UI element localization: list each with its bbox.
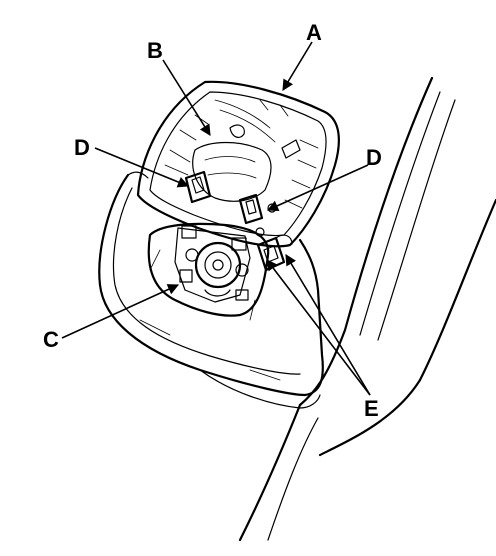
- leader-e-1: [266, 259, 371, 396]
- leader-c: [61, 284, 180, 339]
- mirror-holder-frame: [136, 80, 340, 248]
- leader-e-2: [285, 254, 371, 396]
- callout-b: B: [147, 38, 163, 63]
- clip-left: [184, 170, 212, 204]
- leader-a: [282, 41, 313, 91]
- holder-inner-body: [192, 141, 272, 202]
- callout-c: C: [43, 327, 59, 352]
- callout-d-left: D: [74, 135, 90, 160]
- actuator-plate: [147, 222, 270, 321]
- leader-lines: [61, 41, 371, 396]
- leader-d-right: [266, 164, 369, 211]
- callout-d-right: D: [366, 145, 382, 170]
- callout-e: E: [364, 396, 379, 421]
- leader-b: [162, 59, 211, 136]
- leader-d-left: [94, 147, 190, 188]
- callout-a: A: [306, 20, 322, 45]
- harness-connector: [256, 234, 293, 272]
